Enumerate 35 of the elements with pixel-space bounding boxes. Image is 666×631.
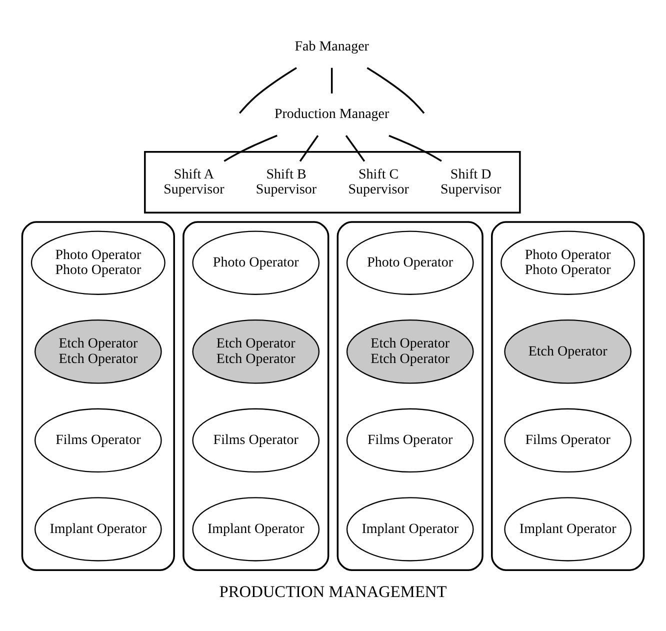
cluster	[21, 220, 175, 570]
node-ellipse: Photo Operator Photo Operator	[500, 230, 636, 294]
connector	[238, 66, 297, 114]
node-text: Fab Manager	[294, 38, 369, 54]
connector	[299, 134, 319, 162]
node-ellipse: Implant Operator	[34, 496, 162, 561]
node-ellipse: Films Operator	[504, 408, 632, 472]
node-text: Production Manager	[274, 106, 390, 122]
node-ellipse: Implant Operator	[346, 496, 474, 561]
node-ellipse: Films Operator	[346, 408, 474, 472]
caption: PRODUCTION MANAGEMENT	[219, 582, 447, 601]
cluster	[491, 220, 645, 570]
connector	[388, 134, 442, 162]
node-ellipse: Implant Operator	[504, 496, 632, 561]
node-ellipse: Implant Operator	[192, 496, 320, 561]
node-ellipse: Photo Operator Photo Operator	[30, 230, 166, 294]
cluster	[144, 150, 521, 213]
node-ellipse: Etch Operator	[504, 319, 632, 384]
node-text: Shift A Supervisor	[164, 166, 224, 197]
node-text: Shift B Supervisor	[256, 166, 317, 197]
connector	[224, 134, 278, 162]
node-ellipse: Etch Operator Etch Operator	[34, 319, 162, 384]
node-text: Shift D Supervisor	[440, 166, 502, 197]
node-ellipse: Photo Operator	[346, 230, 474, 294]
node-ellipse: Etch Operator Etch Operator	[346, 319, 474, 384]
connector	[330, 67, 333, 93]
cluster	[336, 220, 484, 570]
cluster	[182, 220, 330, 570]
node-ellipse: Films Operator	[34, 408, 162, 472]
connector	[345, 134, 366, 162]
connector	[366, 66, 425, 114]
node-ellipse: Photo Operator	[192, 230, 320, 294]
node-ellipse: Etch Operator Etch Operator	[192, 319, 320, 384]
node-ellipse: Films Operator	[192, 408, 320, 472]
node-text: Shift C Supervisor	[348, 166, 409, 197]
